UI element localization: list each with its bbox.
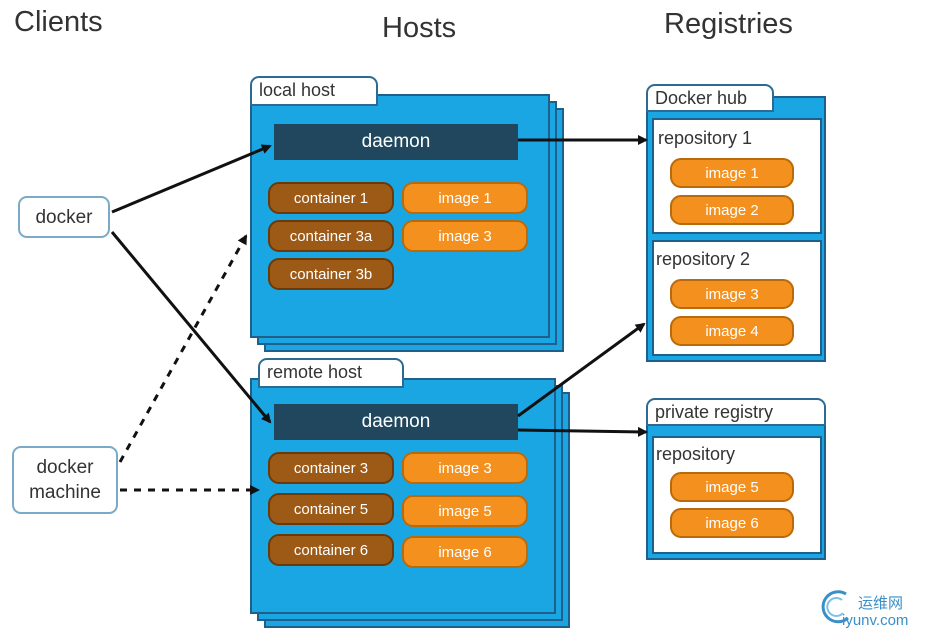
docker-machine-label-line1: docker: [36, 457, 94, 478]
private-image-5: image 5: [670, 472, 794, 502]
docker-client-label: docker: [35, 206, 93, 228]
remote-daemon: daemon: [274, 404, 518, 440]
local-host-tab: local host: [250, 76, 378, 106]
arrow-docker-to-local-daemon: [111, 144, 272, 214]
private-image-6: image 6: [670, 508, 794, 538]
local-container-3a: container 3a: [268, 220, 394, 252]
remote-container-5: container 5: [268, 493, 394, 525]
hub-repo2-image-3: image 3: [670, 279, 794, 309]
remote-image-3: image 3: [402, 452, 528, 484]
local-container-1: container 1: [268, 182, 394, 214]
remote-image-5: image 5: [402, 495, 528, 527]
private-repository-label: repository: [656, 444, 736, 464]
registries-title: Registries: [664, 8, 793, 40]
arrow-docker-to-remote-daemon: [110, 231, 272, 424]
arrow-remote-daemon-to-repository-2: [517, 322, 646, 418]
private-registry-tab: private registry: [646, 398, 826, 426]
docker-machine-label-line2: machine: [29, 482, 101, 503]
watermark-logo-icon: [821, 590, 849, 624]
watermark-line1: 运维网: [858, 595, 904, 612]
hub-repo1-image-2: image 2: [670, 195, 794, 225]
repository-2-label: repository 2: [656, 249, 751, 269]
docker-client: docker: [18, 196, 110, 238]
arrow-machine-to-local-host: [118, 234, 248, 463]
local-daemon: daemon: [274, 124, 518, 160]
docker-machine-client: docker machine: [12, 446, 118, 514]
hub-repo2-image-4: image 4: [670, 316, 794, 346]
local-container-3b: container 3b: [268, 258, 394, 290]
repository-1-label: repository 1: [658, 128, 753, 148]
remote-host-tab: remote host: [258, 358, 404, 388]
remote-image-6: image 6: [402, 536, 528, 568]
remote-container-6: container 6: [268, 534, 394, 566]
arrow-remote-daemon-to-private-registry: [517, 426, 648, 437]
watermark-line2: iyunv.com: [842, 612, 909, 629]
local-image-3: image 3: [402, 220, 528, 252]
hosts-title: Hosts: [382, 12, 457, 44]
docker-hub-tab: Docker hub: [646, 84, 774, 112]
hub-repo1-image-1: image 1: [670, 158, 794, 188]
remote-container-3: container 3: [268, 452, 394, 484]
local-image-1: image 1: [402, 182, 528, 214]
clients-title: Clients: [14, 6, 103, 38]
